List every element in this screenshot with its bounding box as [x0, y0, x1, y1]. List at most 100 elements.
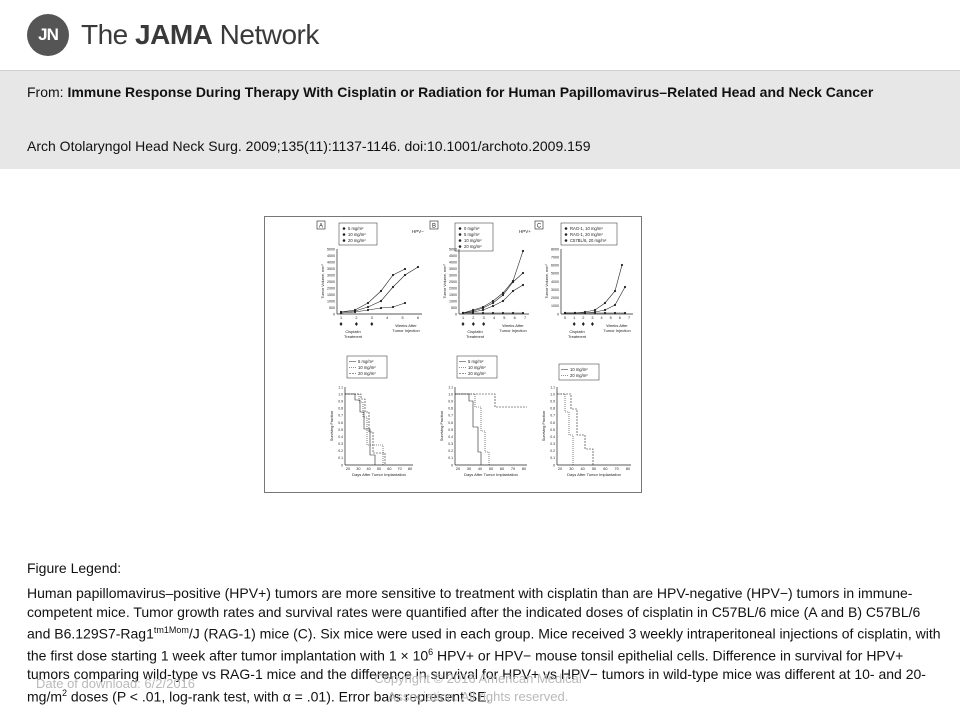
data-point: [481, 311, 485, 315]
x-tick-label: 3: [591, 316, 593, 320]
y-tick-label: 6000: [551, 264, 559, 268]
y-tick-label: 1.1: [550, 385, 555, 389]
y-tick-label: 0.2: [550, 449, 555, 453]
y-tick-label: 0.4: [338, 435, 343, 439]
dose-marker: [370, 322, 374, 326]
y-tick-label: 500: [329, 306, 335, 310]
y-axis-label: Tumor Volume, mm³: [545, 264, 549, 299]
dose-marker: [482, 322, 486, 326]
data-point: [563, 311, 567, 315]
x-tick-label: 80: [522, 467, 526, 471]
data-point: [593, 311, 597, 315]
legend-box: [456, 355, 498, 379]
y-tick-label: 0.5: [550, 428, 555, 432]
y-tick-label: 0.4: [448, 435, 453, 439]
x-tick-label: 3: [371, 316, 373, 320]
legend-label: 10 mg/m²: [464, 238, 482, 243]
data-point: [379, 289, 383, 293]
x-tick-label: 4: [601, 316, 603, 320]
data-point: [511, 280, 515, 284]
legend-marker: [458, 239, 462, 242]
data-point: [416, 265, 420, 269]
legend-marker: [564, 239, 568, 242]
legend-label: 10 mg/m²: [570, 367, 588, 372]
data-point: [391, 273, 395, 277]
legend-label: 20 mg/m²: [348, 238, 366, 243]
y-tick-label: 4500: [327, 254, 335, 258]
data-point: [521, 283, 525, 287]
data-point: [511, 289, 515, 293]
legend-marker: [564, 227, 568, 230]
data-point: [521, 249, 525, 253]
x-tick-label: 6: [514, 316, 516, 320]
panel-label: A: [319, 224, 323, 230]
panel-label: B: [432, 224, 436, 230]
y-tick-label: 2500: [327, 280, 335, 284]
y-tick-label: 5000: [327, 247, 335, 251]
data-point: [481, 306, 485, 310]
x-tick-label: 30: [356, 467, 360, 471]
y-tick-label: 3000: [327, 273, 335, 277]
y-tick-label: 1.1: [338, 385, 343, 389]
panel-tag: HPV+: [519, 229, 531, 234]
copyright-notice: Copyright © 2016 American Medical Associ…: [374, 671, 582, 704]
weeks-label: Weeks After: [395, 323, 417, 328]
panel-tag: HPV−: [412, 229, 424, 234]
y-tick-label: 1500: [327, 293, 335, 297]
data-point: [461, 311, 465, 315]
data-point: [491, 301, 495, 305]
data-point: [603, 308, 607, 312]
data-point: [593, 308, 597, 312]
y-tick-label: 7000: [551, 255, 559, 259]
weeks-label: Weeks After: [606, 323, 628, 328]
legend-box: [346, 355, 388, 379]
data-point: [491, 299, 495, 303]
x-tick-label: 1: [462, 316, 464, 320]
legend-marker: [342, 227, 346, 230]
survival-curve: [455, 393, 482, 465]
y-tick-label: 0: [451, 463, 453, 467]
y-tick-label: 3500: [327, 267, 335, 271]
dose-marker: [581, 322, 585, 326]
y-tick-label: 0: [333, 312, 335, 316]
data-point: [501, 311, 505, 315]
cisplatin-label: Cisplatin: [569, 329, 584, 334]
y-tick-label: 1.0: [338, 392, 343, 396]
weeks-label: Tumor Injection: [392, 328, 419, 333]
data-point: [521, 271, 525, 275]
x-tick-label: 0: [564, 316, 566, 320]
dose-marker: [354, 322, 358, 326]
survival-curve: [557, 393, 574, 465]
jama-network-logo: JN The JAMA Network: [27, 13, 319, 57]
x-tick-label: 50: [592, 467, 596, 471]
panel-label-box: [534, 220, 544, 230]
x-tick-label: 60: [500, 467, 504, 471]
data-point: [366, 301, 370, 305]
data-point: [353, 310, 357, 314]
growth-curve: [340, 268, 406, 313]
y-tick-label: 0.9: [338, 399, 343, 403]
download-date: Date of download: 6/2/2016: [36, 676, 196, 691]
data-point: [620, 263, 624, 267]
panel-label-box: [316, 220, 326, 230]
data-point: [613, 289, 617, 293]
y-tick-label: 0.6: [550, 421, 555, 425]
y-tick-label: 3000: [449, 273, 457, 277]
data-point: [491, 304, 495, 308]
y-tick-label: 0.7: [448, 414, 453, 418]
weeks-label: Tumor Injection: [603, 328, 630, 333]
survival-curve: [557, 393, 594, 465]
y-tick-label: 0.2: [338, 449, 343, 453]
y-tick-label: 0.3: [550, 442, 555, 446]
legend-marker: [458, 233, 462, 236]
y-tick-label: 0: [341, 463, 343, 467]
survival-curve: [455, 393, 490, 465]
x-tick-label: 5: [610, 316, 612, 320]
dose-marker: [590, 322, 594, 326]
y-tick-label: 8000: [551, 247, 559, 251]
legend-label: 20 mg/m²: [464, 244, 482, 249]
x-tick-label: 7: [628, 316, 630, 320]
y-tick-label: 1000: [327, 299, 335, 303]
x-tick-label: 80: [626, 467, 630, 471]
y-tick-label: 3500: [449, 267, 457, 271]
